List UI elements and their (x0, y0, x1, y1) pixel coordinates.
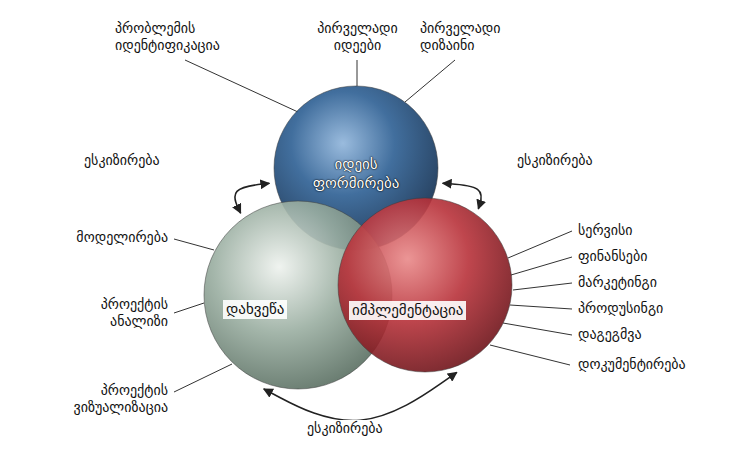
leader-line (508, 231, 572, 258)
edge-label: ესკიზირება (82, 152, 162, 169)
callout-label: პრობლემის იდენტიფიკაცია (115, 20, 255, 54)
leader-line (490, 345, 570, 365)
edge-label: ესკიზირება (305, 420, 385, 437)
callout-label: ფინანსები (578, 248, 647, 265)
circle-title: დახვეწა (223, 300, 287, 319)
leader-line (513, 283, 572, 290)
leader-line (185, 60, 298, 112)
implement-circle: იმპლემენტაცია (337, 197, 513, 373)
callout-label: პროექტის ანალიზი (48, 296, 168, 330)
edge-label: ესკიზირება (515, 152, 595, 169)
leader-line (511, 257, 572, 275)
circle-shape (337, 197, 513, 373)
callout-label: მოდელირება (20, 229, 168, 246)
circle-title: იდეის ფორმირება (296, 155, 416, 193)
callout-label: პროექტის ვიზუალიზაცია (18, 382, 168, 416)
leader-line (357, 60, 358, 86)
leader-line (503, 323, 572, 335)
callout-label: დაგეგმვა (578, 326, 642, 343)
circle-outline (338, 198, 512, 372)
leader-line (174, 303, 204, 313)
circle-title: იმპლემენტაცია (349, 301, 466, 320)
leader-line (510, 305, 572, 309)
callout-label: დოკუმენტირება (578, 356, 686, 373)
callout-label: პროდუსინგი (578, 300, 663, 317)
callout-label: მარკეტინგი (578, 274, 657, 291)
callout-label: სერვისი (578, 222, 633, 239)
leader-line (405, 60, 455, 102)
leader-line (174, 239, 214, 250)
leader-line (174, 364, 232, 392)
callout-label: პირველადი დიზაინი (420, 20, 532, 54)
callout-label: პირველადი იდეები (305, 20, 410, 54)
